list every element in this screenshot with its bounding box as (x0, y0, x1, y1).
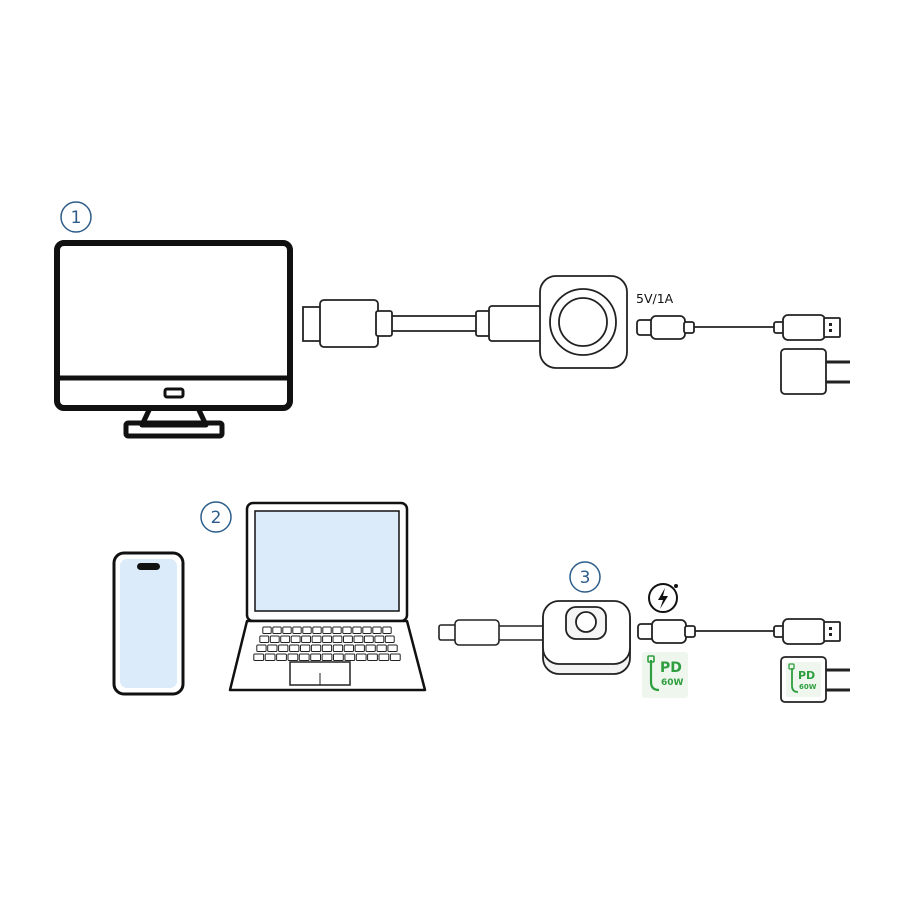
laptop-key (278, 644, 289, 652)
laptop-key (312, 626, 322, 634)
laptop-key (298, 653, 310, 661)
usb-c-plug-icon (637, 619, 696, 644)
adapter-pd-text: PD (798, 669, 815, 682)
laptop-key (310, 644, 322, 652)
step-2-badge: 2 (200, 501, 232, 533)
smartphone-icon (112, 551, 185, 696)
laptop-key (300, 644, 311, 652)
laptop-key (269, 635, 280, 643)
laptop-key (282, 626, 292, 634)
monitor-icon (54, 240, 293, 439)
pd-60w-badge-icon: PD 60W (642, 652, 688, 698)
laptop-key (256, 644, 267, 652)
laptop-key (333, 653, 344, 661)
laptop-key (382, 626, 392, 634)
laptop-key (352, 626, 362, 634)
laptop-key (267, 644, 278, 652)
laptop-key (374, 635, 385, 643)
fast-charge-icon (648, 583, 678, 613)
laptop-key (342, 626, 352, 634)
power-adapter-icon: PD 60W (780, 656, 850, 703)
laptop-key (362, 626, 372, 634)
pd-badge-watt: 60W (661, 678, 684, 688)
laptop-key (259, 635, 270, 643)
laptop-key (301, 635, 312, 643)
laptop-key (343, 644, 355, 652)
laptop-key (311, 635, 322, 643)
step-3-badge: 3 (569, 561, 601, 593)
laptop-key (289, 644, 300, 652)
step-2-number: 2 (211, 508, 222, 528)
laptop-key (363, 635, 374, 643)
laptop-key (344, 653, 356, 661)
transmitter-button-icon (542, 600, 631, 675)
receiver-dongle-icon (539, 275, 628, 369)
step-1-badge: 1 (60, 201, 92, 233)
laptop-key (272, 626, 282, 634)
laptop-key (332, 626, 342, 634)
power-adapter-icon (780, 348, 850, 395)
laptop-key (287, 653, 299, 661)
laptop-key (321, 653, 333, 661)
transmitter-cable (438, 619, 545, 646)
laptop-key (332, 644, 344, 652)
laptop-key (280, 635, 291, 643)
laptop-key (322, 635, 333, 643)
laptop-icon (228, 501, 427, 692)
laptop-key (355, 653, 367, 661)
laptop-key (378, 653, 390, 661)
laptop-key (253, 653, 265, 661)
laptop-key (322, 626, 332, 634)
adapter-pd-watt: 60W (799, 683, 817, 691)
pd-badge-text: PD (660, 660, 682, 676)
laptop-key (343, 635, 353, 643)
usb-c-plug-icon (636, 315, 695, 340)
laptop-key (310, 653, 322, 661)
laptop-key (365, 644, 376, 652)
laptop-key (389, 653, 401, 661)
hdmi-connector-icon (302, 299, 393, 348)
usb-a-plug-icon (773, 618, 841, 645)
laptop-key (332, 635, 343, 643)
laptop-key (367, 653, 378, 661)
laptop-key (353, 635, 364, 643)
laptop-key (354, 644, 365, 652)
usb-a-plug-icon (773, 314, 841, 341)
laptop-key (292, 626, 302, 634)
laptop-key (376, 644, 387, 652)
hdmi-cable (392, 305, 542, 342)
laptop-key (262, 626, 272, 634)
laptop-key (302, 626, 312, 634)
laptop-key (387, 644, 398, 652)
laptop-key (276, 653, 287, 661)
laptop-key (290, 635, 301, 643)
laptop-keyboard (253, 626, 401, 661)
laptop-key (372, 626, 382, 634)
step-1-number: 1 (71, 208, 82, 228)
step-3-number: 3 (580, 568, 591, 588)
receiver-power-label: 5V/1A (636, 291, 674, 306)
laptop-key (384, 635, 395, 643)
laptop-key (321, 644, 333, 652)
laptop-key (264, 653, 276, 661)
